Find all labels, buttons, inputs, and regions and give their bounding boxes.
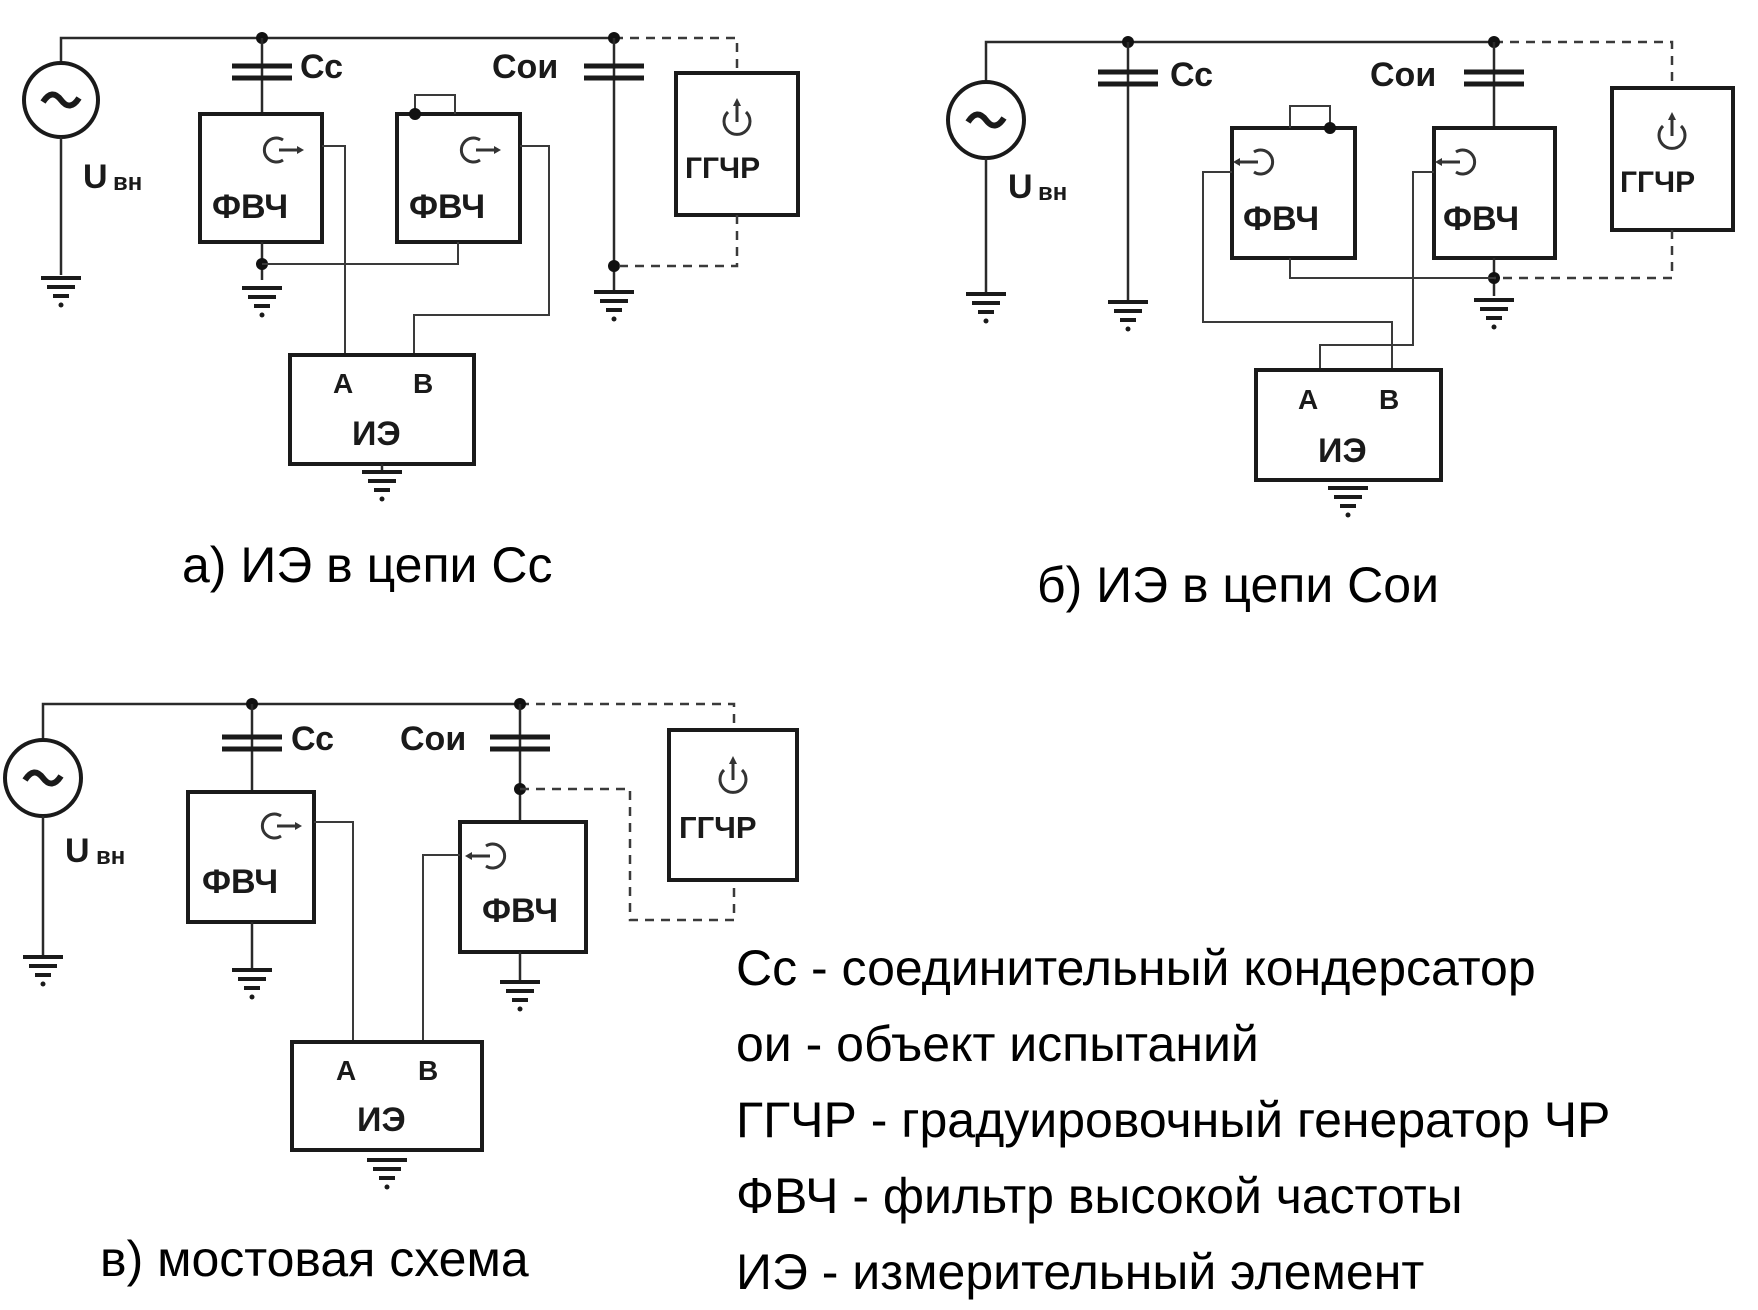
pin-b: B (413, 368, 433, 399)
filter-box (198, 112, 324, 244)
ac-source-icon (946, 80, 1026, 160)
coi-label: Сои (400, 720, 466, 758)
cc-label: Сс (291, 720, 334, 758)
generator-box (667, 728, 799, 882)
legend-item: Сс - соединительный кондерсатор (736, 940, 1536, 996)
cc-label: Сс (300, 48, 343, 86)
meter-label: ИЭ (352, 415, 401, 453)
ground-icon (240, 286, 284, 320)
pin-b: B (1379, 384, 1399, 415)
legend-item: ФВЧ - фильтр высокой частоты (736, 1168, 1463, 1224)
generator-box (674, 71, 800, 217)
source-label: U (65, 832, 90, 870)
ground-icon (365, 1158, 409, 1192)
meter-box (290, 1040, 484, 1152)
source-sub-label: вн (113, 169, 142, 196)
filter-label: ФВЧ (212, 188, 288, 226)
caption-a: а) ИЭ в цепи Сс (182, 537, 553, 593)
legend-item: ои - объект испытаний (736, 1016, 1259, 1072)
caption-c: в) мостовая схема (100, 1231, 529, 1287)
ground-icon (1106, 300, 1150, 334)
meter-box (1254, 368, 1443, 482)
meter-label: ИЭ (357, 1101, 406, 1139)
filter-label: ФВЧ (482, 892, 558, 930)
panel-a: U вн Сс ФВЧ ФВЧ A B ИЭ Сои (22, 32, 800, 504)
generator-label: ГГЧР (1620, 166, 1695, 199)
pin-a: A (336, 1055, 356, 1086)
coi-label: Сои (492, 48, 558, 86)
meter-box (288, 353, 476, 466)
cc-label: Сс (1170, 56, 1213, 94)
legend-item: ГГЧР - градуировочный генератор ЧР (736, 1092, 1611, 1148)
legend-item: ИЭ - измерительный элемент (736, 1244, 1425, 1300)
coi-label: Сои (1370, 56, 1436, 94)
generator-label: ГГЧР (685, 152, 760, 185)
ground-icon (1472, 298, 1516, 332)
generator-box (1610, 86, 1735, 232)
panel-b: U вн Сс ФВЧ Сои ФВЧ A B ИЭ (946, 36, 1735, 520)
filter-label: ФВЧ (1243, 200, 1319, 238)
generator-label: ГГЧР (679, 810, 757, 845)
pin-a: A (1298, 384, 1318, 415)
ground-icon (230, 968, 274, 1002)
panel-c: U вн Сс ФВЧ Сои ФВЧ A B ИЭ (3, 698, 799, 1192)
caption-b: б) ИЭ в цепи Сои (1037, 557, 1440, 613)
filter-box (1230, 126, 1357, 260)
ac-source-icon (22, 61, 100, 139)
source-sub-label: вн (1038, 179, 1067, 206)
pin-a: A (333, 368, 353, 399)
legend: Сс - соединительный кондерсатор ои - объ… (736, 930, 1610, 1310)
ground-icon (592, 290, 636, 324)
ground-icon (21, 955, 65, 989)
ground-icon (498, 980, 542, 1014)
source-sub-label: вн (96, 843, 125, 870)
source-label: U (1008, 168, 1033, 206)
filter-box (395, 112, 522, 244)
ac-source-icon (3, 738, 83, 818)
source-label: U (83, 158, 108, 196)
ground-icon (39, 276, 83, 310)
filter-label: ФВЧ (409, 188, 485, 226)
ground-icon (964, 292, 1008, 326)
filter-label: ФВЧ (202, 863, 278, 901)
meter-label: ИЭ (1318, 432, 1367, 470)
filter-label: ФВЧ (1443, 200, 1519, 238)
ground-icon (1326, 486, 1370, 520)
filter-box (186, 790, 316, 924)
filter-box (1432, 126, 1557, 260)
filter-box (458, 820, 588, 954)
pin-b: B (418, 1055, 438, 1086)
ground-icon (360, 470, 404, 504)
